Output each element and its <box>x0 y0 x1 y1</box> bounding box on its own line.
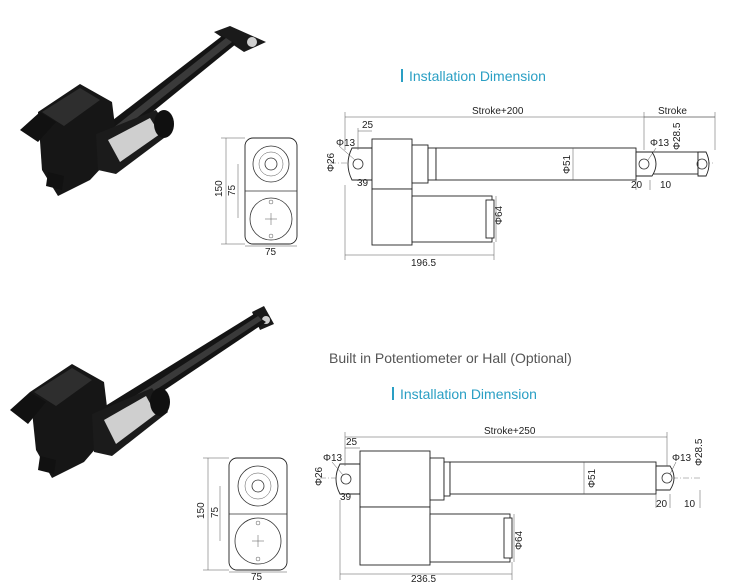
bottom-rear-gap: 39 <box>340 492 352 503</box>
top-clevis-offset: 25 <box>362 120 374 131</box>
bottom-overall-length: Stroke+250 <box>484 426 536 437</box>
bottom-side-view: Stroke+250 25 Φ13 Φ26 39 Φ51 Φ13 Φ28.5 2… <box>314 426 705 583</box>
optional-sensor-note: Built in Potentiometer or Hall (Optional… <box>329 350 572 366</box>
bottom-end-view: 150 75 75 <box>196 457 288 583</box>
top-pin-hole-front: Φ13 <box>650 138 670 149</box>
bottom-clevis-offset: 25 <box>346 437 358 448</box>
heading-bar <box>401 69 403 82</box>
heading-bar <box>392 387 394 400</box>
top-end-height-total: 150 <box>214 180 225 197</box>
bottom-actuator-photo <box>10 306 274 478</box>
bottom-body-length: 236.5 <box>411 574 436 583</box>
top-front-gap: 20 <box>631 180 643 191</box>
top-installation-heading: Installation Dimension <box>401 68 546 84</box>
bottom-pin-hole-front: Φ13 <box>672 453 692 464</box>
top-end-view: 150 75 75 <box>214 137 298 258</box>
top-rod-diameter: Φ51 <box>562 154 573 174</box>
bottom-rod-diameter: Φ51 <box>587 468 598 488</box>
bottom-heading-text: Installation Dimension <box>400 386 537 402</box>
bottom-installation-heading: Installation Dimension <box>392 386 537 402</box>
bottom-front-diameter: Φ28.5 <box>694 438 705 466</box>
bottom-front-end: 10 <box>684 499 696 510</box>
top-overall-length: Stroke+200 <box>472 106 524 117</box>
bottom-clevis-width: Φ26 <box>314 466 325 486</box>
bottom-motor-diameter: Φ64 <box>514 530 525 550</box>
top-stroke-label: Stroke <box>658 106 687 117</box>
bottom-end-height-upper: 75 <box>210 506 221 518</box>
bottom-end-height-total: 150 <box>196 502 207 519</box>
top-rear-gap: 39 <box>357 178 369 189</box>
top-clevis-width: Φ26 <box>326 152 337 172</box>
top-motor-diameter: Φ64 <box>494 205 505 225</box>
top-end-width: 75 <box>265 247 277 258</box>
bottom-pin-hole-rear: Φ13 <box>323 453 343 464</box>
top-body-length: 196.5 <box>411 258 436 269</box>
top-pin-hole-rear: Φ13 <box>336 138 356 149</box>
top-end-height-upper: 75 <box>227 184 238 196</box>
bottom-end-width: 75 <box>251 572 263 583</box>
top-actuator-photo <box>20 26 266 196</box>
bottom-front-gap: 20 <box>656 499 668 510</box>
top-heading-text: Installation Dimension <box>409 68 546 84</box>
top-front-end: 10 <box>660 180 672 191</box>
top-side-view: Stroke+200 Stroke 25 Φ13 Φ26 39 Φ51 Φ13 … <box>326 106 716 269</box>
top-front-diameter: Φ28.5 <box>672 122 683 150</box>
